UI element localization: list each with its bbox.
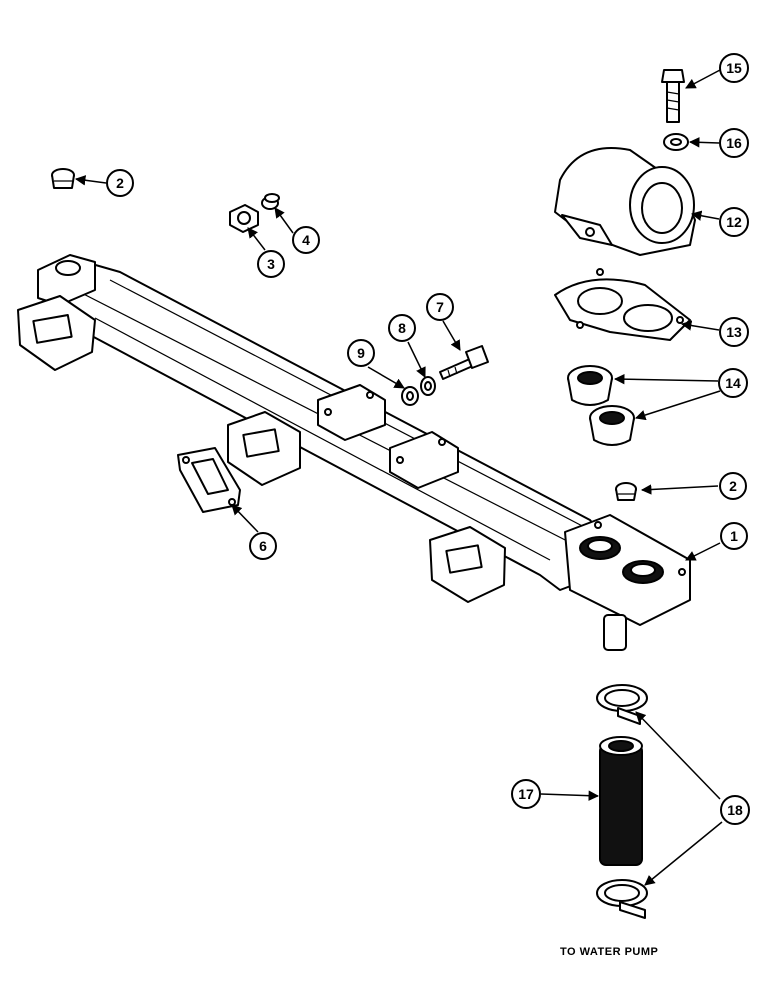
svg-text:7: 7 [436, 299, 444, 315]
callout-1: 1 [720, 522, 748, 550]
fitting-part-3 [229, 204, 259, 233]
callout-8: 8 [388, 314, 416, 342]
gasket-part-13 [554, 268, 691, 341]
callout-16: 16 [719, 128, 749, 158]
gasket-part-6 [177, 447, 241, 513]
svg-text:12: 12 [726, 214, 742, 230]
svg-text:1: 1 [730, 528, 738, 544]
bolt-part-7 [439, 345, 489, 380]
svg-text:6: 6 [259, 538, 267, 554]
lock-washer-part-8 [420, 376, 436, 396]
callout-15: 15 [719, 53, 749, 83]
callout-7: 7 [426, 293, 454, 321]
pipe-plug-lower-right [615, 482, 637, 501]
svg-text:9: 9 [357, 345, 365, 361]
pipe-plug-upper-left [51, 168, 75, 189]
svg-text:15: 15 [726, 60, 742, 76]
water-manifold [17, 254, 691, 651]
callout-18: 18 [720, 795, 750, 825]
callout-14: 14 [718, 368, 748, 398]
svg-text:17: 17 [518, 786, 534, 802]
callout-2-upper: 2 [106, 169, 134, 197]
callout-9: 9 [347, 339, 375, 367]
leader-lines [74, 69, 723, 886]
svg-text:18: 18 [727, 802, 743, 818]
svg-text:8: 8 [398, 320, 406, 336]
callout-17: 17 [511, 779, 541, 809]
svg-text:3: 3 [267, 256, 275, 272]
callout-13: 13 [719, 317, 749, 347]
svg-text:16: 16 [726, 135, 742, 151]
lock-washer-part-16 [663, 133, 689, 151]
thermostat-part-14-upper [567, 365, 613, 406]
thermostat-part-14-lower [589, 405, 635, 446]
bolt-part-15 [661, 69, 685, 123]
callout-12: 12 [719, 207, 749, 237]
svg-text:2: 2 [729, 478, 737, 494]
svg-text:13: 13 [726, 324, 742, 340]
svg-text:2: 2 [116, 175, 124, 191]
hose-clamp-upper [596, 684, 648, 725]
hose-clamp-lower [596, 879, 648, 919]
thermostat-housing-part-12 [554, 147, 696, 256]
callout-6: 6 [249, 532, 277, 560]
callout-3: 3 [257, 250, 285, 278]
callout-2-lower: 2 [719, 472, 747, 500]
caption-to-water-pump: TO WATER PUMP [560, 946, 659, 958]
callout-4: 4 [292, 226, 320, 254]
svg-text:14: 14 [725, 375, 741, 391]
washer-part-9 [401, 386, 419, 406]
svg-text:4: 4 [302, 232, 310, 248]
plug-part-4 [261, 193, 280, 210]
hose-part-17 [599, 736, 643, 866]
